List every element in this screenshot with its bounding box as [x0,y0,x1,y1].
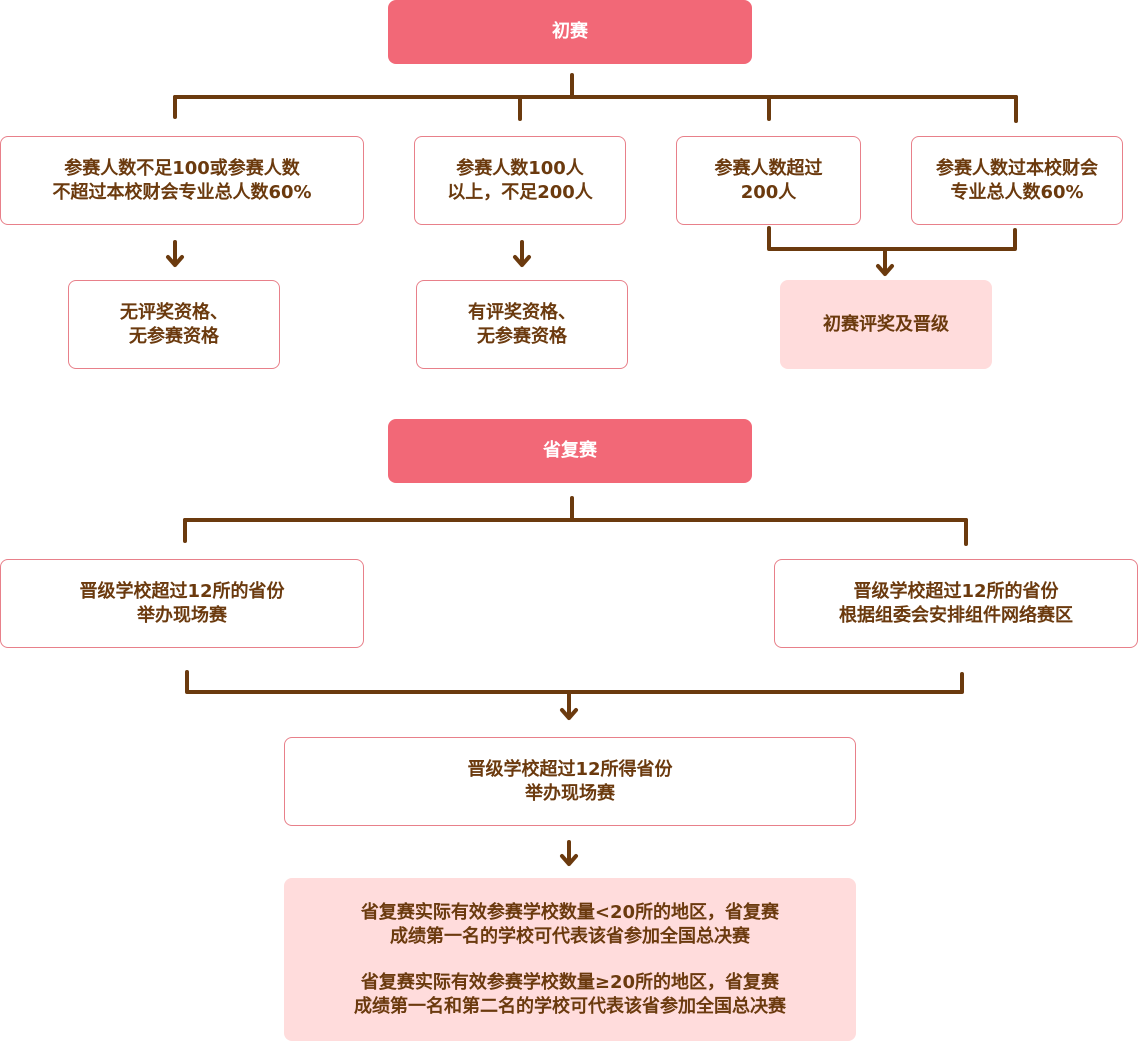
condition-4-line-2: 专业总人数60% [950,181,1084,203]
result-box-2: 有评奖资格、 无参赛资格 [416,280,628,369]
final-para-1-line-1: 省复赛实际有效参赛学校数量<20所的地区，省复赛 [360,901,780,923]
arrow-final [560,840,578,866]
result-3-line-1: 初赛评奖及晋级 [823,313,949,335]
result-2-line-2: 无参赛资格 [477,325,567,347]
connector-stage2-merge [185,670,964,694]
stage1-title: 初赛 [552,21,588,42]
option-1-line-1: 晋级学校超过12所的省份 [79,580,285,602]
arrow-result-3 [876,247,894,276]
arrow-merge [560,690,578,720]
final-para-2-line-2: 成绩第一名和第二名的学校可代表该省参加全国总决赛 [354,995,786,1017]
condition-3-line-1: 参赛人数超过 [714,157,823,179]
condition-box-1: 参赛人数不足100或参赛人数 不超过本校财会专业总人数60% [0,136,364,225]
condition-1-line-1: 参赛人数不足100或参赛人数 [64,157,300,179]
stage2-header: 省复赛 [388,419,752,483]
final-para-1-line-2: 成绩第一名的学校可代表该省参加全国总决赛 [390,925,750,947]
final-box: 省复赛实际有效参赛学校数量<20所的地区，省复赛 成绩第一名的学校可代表该省参加… [284,878,856,1041]
result-box-3: 初赛评奖及晋级 [780,280,992,369]
condition-2-line-1: 参赛人数100人 [456,157,584,179]
arrow-result-2 [513,240,531,267]
stage2-title: 省复赛 [543,440,597,461]
merge-box: 晋级学校超过12所得省份 举办现场赛 [284,737,856,826]
condition-box-3: 参赛人数超过 200人 [676,136,861,225]
condition-4-line-1: 参赛人数过本校财会 [936,157,1098,179]
final-para-2-line-1: 省复赛实际有效参赛学校数量≥20所的地区，省复赛 [360,971,780,993]
option-1-line-2: 举办现场赛 [137,604,227,626]
result-2-line-1: 有评奖资格、 [468,301,576,323]
condition-box-4: 参赛人数过本校财会 专业总人数60% [911,136,1123,225]
stage1-header: 初赛 [388,0,752,64]
condition-box-2: 参赛人数100人 以上，不足200人 [414,136,626,225]
result-box-1: 无评奖资格、 无参赛资格 [68,280,280,369]
merge-line-2: 举办现场赛 [525,782,615,804]
condition-3-line-2: 200人 [740,181,797,203]
condition-2-line-2: 以上，不足200人 [447,181,593,203]
arrow-result-1 [166,240,184,267]
merge-line-1: 晋级学校超过12所得省份 [467,758,673,780]
option-2-line-2: 根据组委会安排组件网络赛区 [839,604,1073,626]
option-box-2: 晋级学校超过12所的省份 根据组委会安排组件网络赛区 [774,559,1138,648]
result-1-line-1: 无评奖资格、 [120,301,228,323]
option-2-line-1: 晋级学校超过12所的省份 [853,580,1059,602]
option-box-1: 晋级学校超过12所的省份 举办现场赛 [0,559,364,648]
condition-1-line-2: 不超过本校财会专业总人数60% [52,181,312,203]
connector-merge-3-4 [767,226,1017,251]
result-1-line-2: 无参赛资格 [129,325,219,347]
